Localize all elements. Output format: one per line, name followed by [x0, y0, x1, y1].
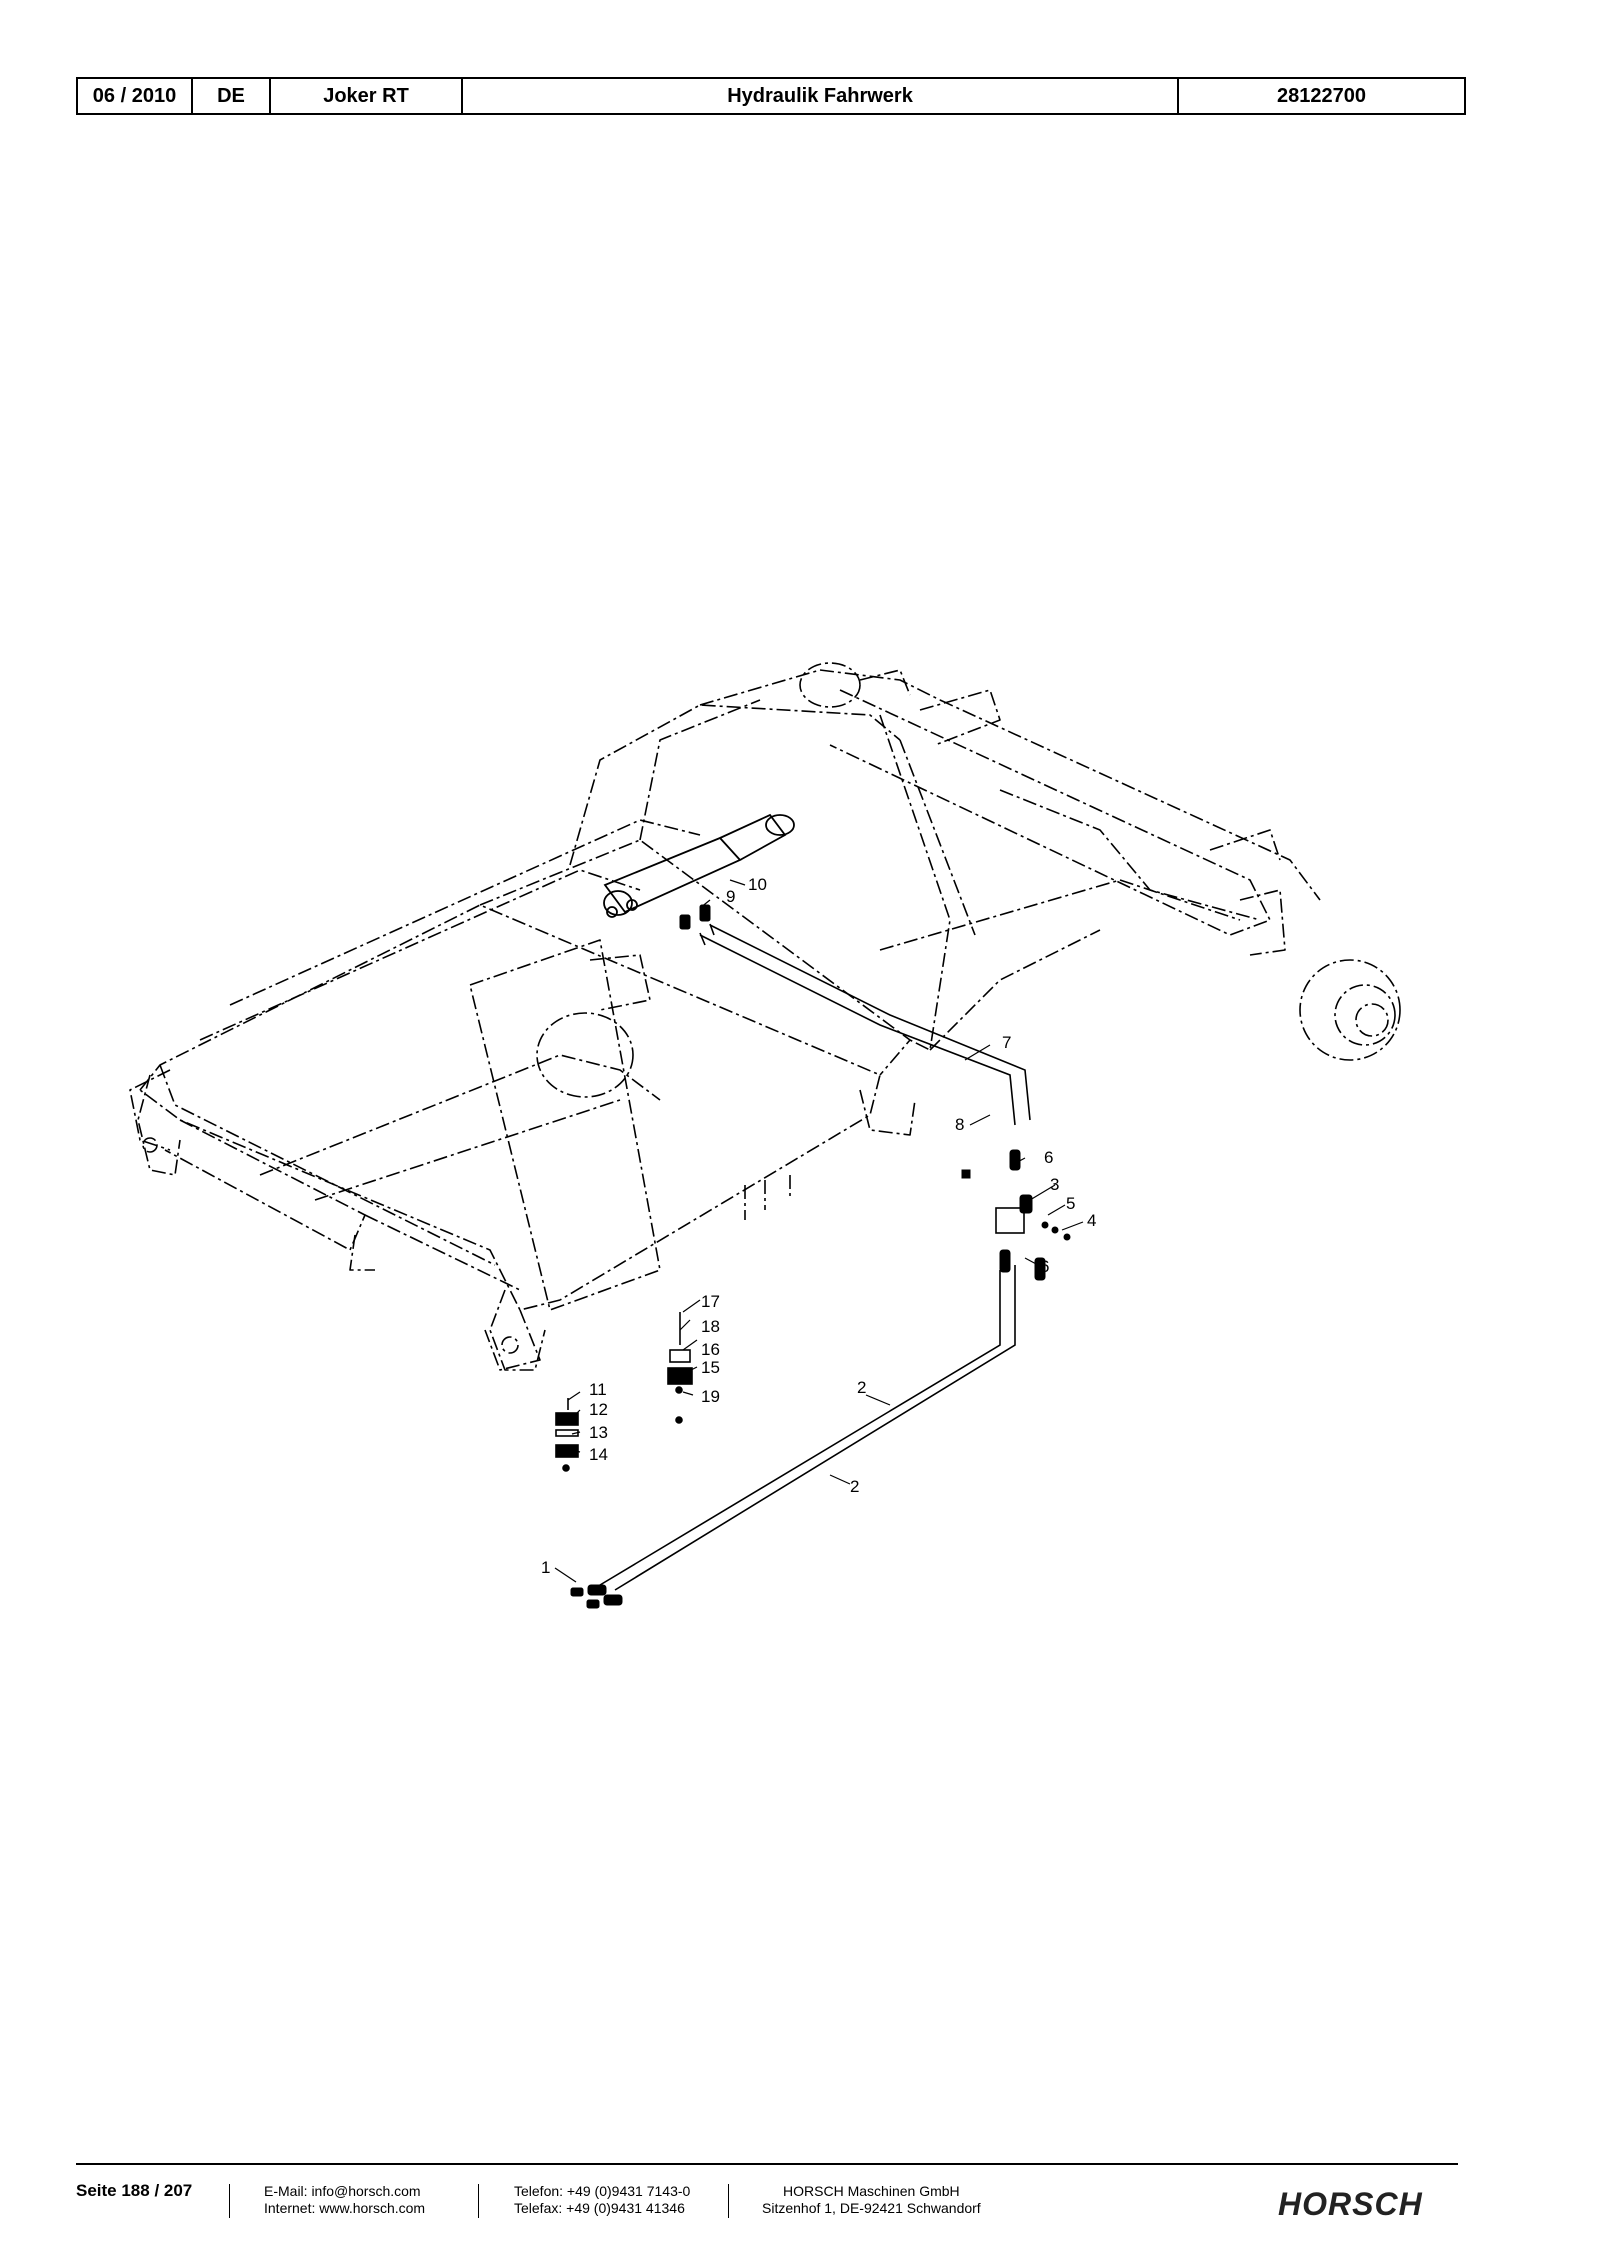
callout-17: 17: [701, 1292, 720, 1311]
footer-separator: [229, 2184, 230, 2218]
page-number: Seite 188 / 207: [76, 2181, 193, 2200]
footer-email: E-Mail: info@horsch.com: [264, 2183, 421, 2199]
callout-4: 4: [1087, 1211, 1096, 1230]
hydraulic-fittings: [570, 904, 1071, 1609]
callout-14: 14: [589, 1445, 608, 1464]
header-table: 06 / 2010 DE Joker RT Hydraulik Fahrwerk…: [76, 77, 1466, 115]
callout-3: 3: [1050, 1175, 1059, 1194]
header-part-number: 28122700: [1177, 77, 1466, 115]
footer-fax: Telefax: +49 (0)9431 41346: [514, 2200, 685, 2216]
callout-11: 11: [589, 1380, 607, 1399]
footer-separator: [728, 2184, 729, 2218]
callout-12: 12: [589, 1400, 608, 1419]
hydraulic-hoses: [599, 923, 1031, 1591]
header-section-title: Hydraulik Fahrwerk: [461, 77, 1179, 115]
callout-labels: 1 2 2 3 4 5 6 6 7 8 9 10 11 12 13 14 15 …: [541, 875, 1096, 1577]
hydraulic-cylinder: [603, 813, 795, 918]
callout-1: 1: [541, 1558, 550, 1577]
footer-internet: Internet: www.horsch.com: [264, 2200, 426, 2216]
callout-15: 15: [701, 1358, 720, 1377]
callout-6a: 6: [1044, 1148, 1053, 1167]
callout-18: 18: [701, 1317, 720, 1336]
footer-contact-web: E-Mail: info@horsch.com Internet: www.ho…: [264, 2183, 425, 2217]
footer-phone: Telefon: +49 (0)9431 7143-0: [514, 2183, 691, 2199]
callout-19: 19: [701, 1387, 720, 1406]
callout-9: 9: [726, 887, 735, 906]
header-language: DE: [191, 77, 271, 115]
callout-7: 7: [1002, 1033, 1011, 1052]
callout-2a: 2: [857, 1378, 866, 1397]
callout-5: 5: [1066, 1194, 1075, 1213]
callout-13: 13: [589, 1423, 608, 1442]
svg-text:HORSCH: HORSCH: [1278, 2186, 1423, 2220]
callout-6b: 6: [1040, 1257, 1049, 1276]
footer-divider: [76, 2163, 1458, 2165]
hose-clamps: [555, 1312, 693, 1472]
callout-leaders: [554, 879, 1084, 1583]
header-machine: Joker RT: [269, 77, 463, 115]
horsch-logo: HORSCH: [1278, 2186, 1423, 2220]
header-date: 06 / 2010: [76, 77, 193, 115]
callout-8: 8: [955, 1115, 964, 1134]
footer-contact-phone: Telefon: +49 (0)9431 7143-0 Telefax: +49…: [514, 2183, 690, 2217]
chassis-frame-outline: [129, 662, 1401, 1371]
footer-separator: [478, 2184, 479, 2218]
footer-address: Sitzenhof 1, DE-92421 Schwandorf: [762, 2200, 981, 2216]
callout-10: 10: [748, 875, 767, 894]
callout-2b: 2: [850, 1477, 859, 1496]
footer-company: HORSCH Maschinen GmbH: [783, 2183, 960, 2199]
callout-16: 16: [701, 1340, 720, 1359]
footer-company-block: HORSCH Maschinen GmbH Sitzenhof 1, DE-92…: [762, 2183, 981, 2217]
